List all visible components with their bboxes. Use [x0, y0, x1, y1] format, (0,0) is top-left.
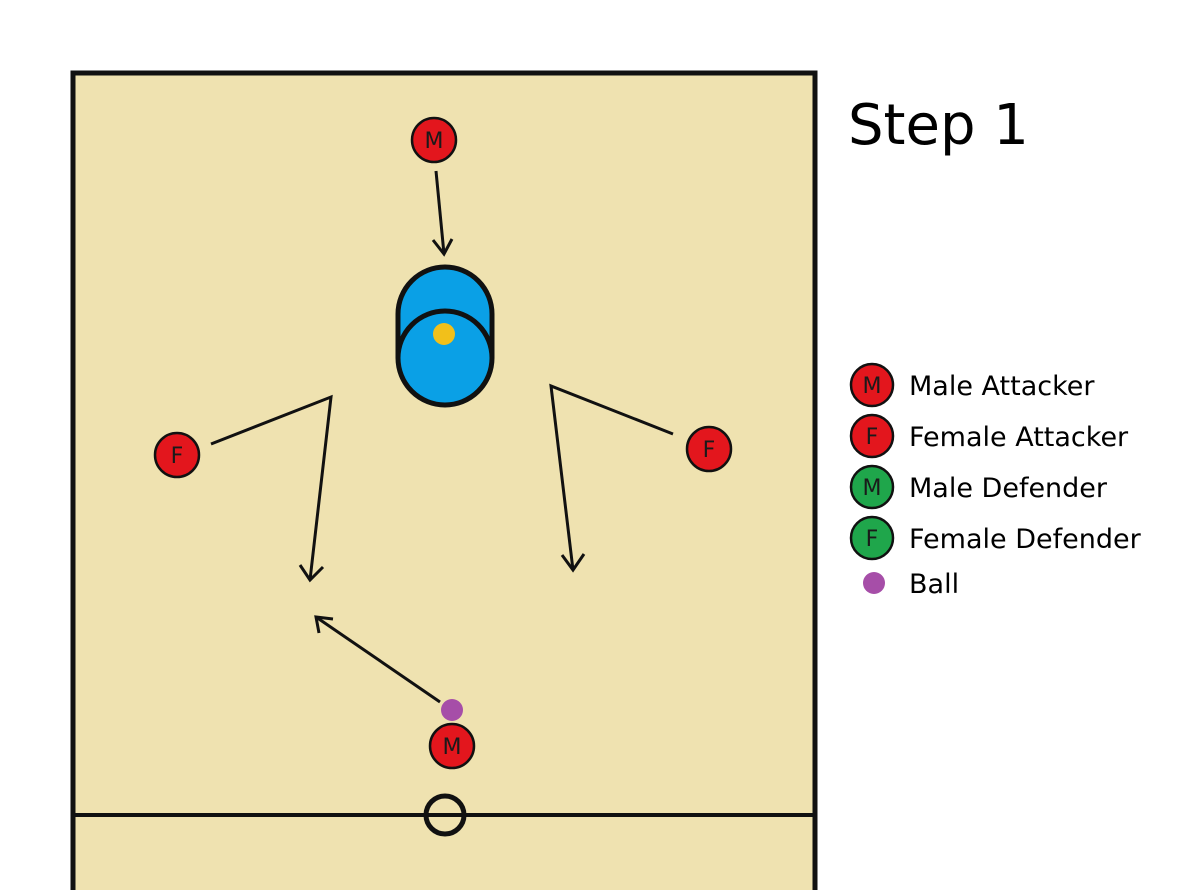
legend-label: Female Defender [909, 524, 1142, 555]
korf-post [395, 264, 495, 408]
legend-label: Ball [909, 569, 959, 600]
arrow-left-cut [210, 394, 333, 581]
player-bottom-male-attacker: M [428, 722, 476, 770]
player-label: F [703, 438, 716, 463]
legend-item-ball: Ball [863, 569, 959, 600]
legend-item-male-attacker: M Male Attacker [849, 362, 1095, 408]
legend-symbol: M [863, 476, 882, 501]
arrow-top-to-post-head [431, 238, 454, 257]
legend: M Male Attacker F Female Attacker M Male… [849, 362, 1142, 600]
korf-basket [433, 323, 455, 345]
player-label: M [443, 735, 462, 760]
arrow-top-to-post [434, 170, 446, 255]
legend-symbol: F [866, 425, 879, 450]
legend-item-female-defender: F Female Defender [849, 515, 1142, 561]
player-top-male-attacker: M [410, 116, 458, 164]
player-label: M [425, 129, 444, 154]
center-circle [423, 793, 467, 837]
legend-label: Male Defender [909, 473, 1108, 504]
legend-item-male-defender: M Male Defender [849, 464, 1108, 510]
arrow-pass-head [314, 615, 334, 634]
legend-symbol: M [863, 374, 882, 399]
legend-item-female-attacker: F Female Attacker [849, 413, 1129, 459]
player-left-female-attacker: F [153, 431, 201, 479]
arrow-right-cut-head [560, 553, 586, 573]
player-right-female-attacker: F [685, 425, 733, 473]
arrow-left-cut-head [298, 564, 325, 583]
legend-label: Male Attacker [909, 371, 1095, 402]
ball [441, 699, 463, 721]
player-label: F [171, 444, 184, 469]
legend-symbol: F [866, 527, 879, 552]
arrow-right-cut [549, 383, 674, 571]
movement-arrows [210, 170, 674, 704]
step-title: Step 1 [848, 93, 1029, 158]
legend-label: Female Attacker [909, 422, 1129, 453]
arrow-pass [315, 615, 441, 704]
